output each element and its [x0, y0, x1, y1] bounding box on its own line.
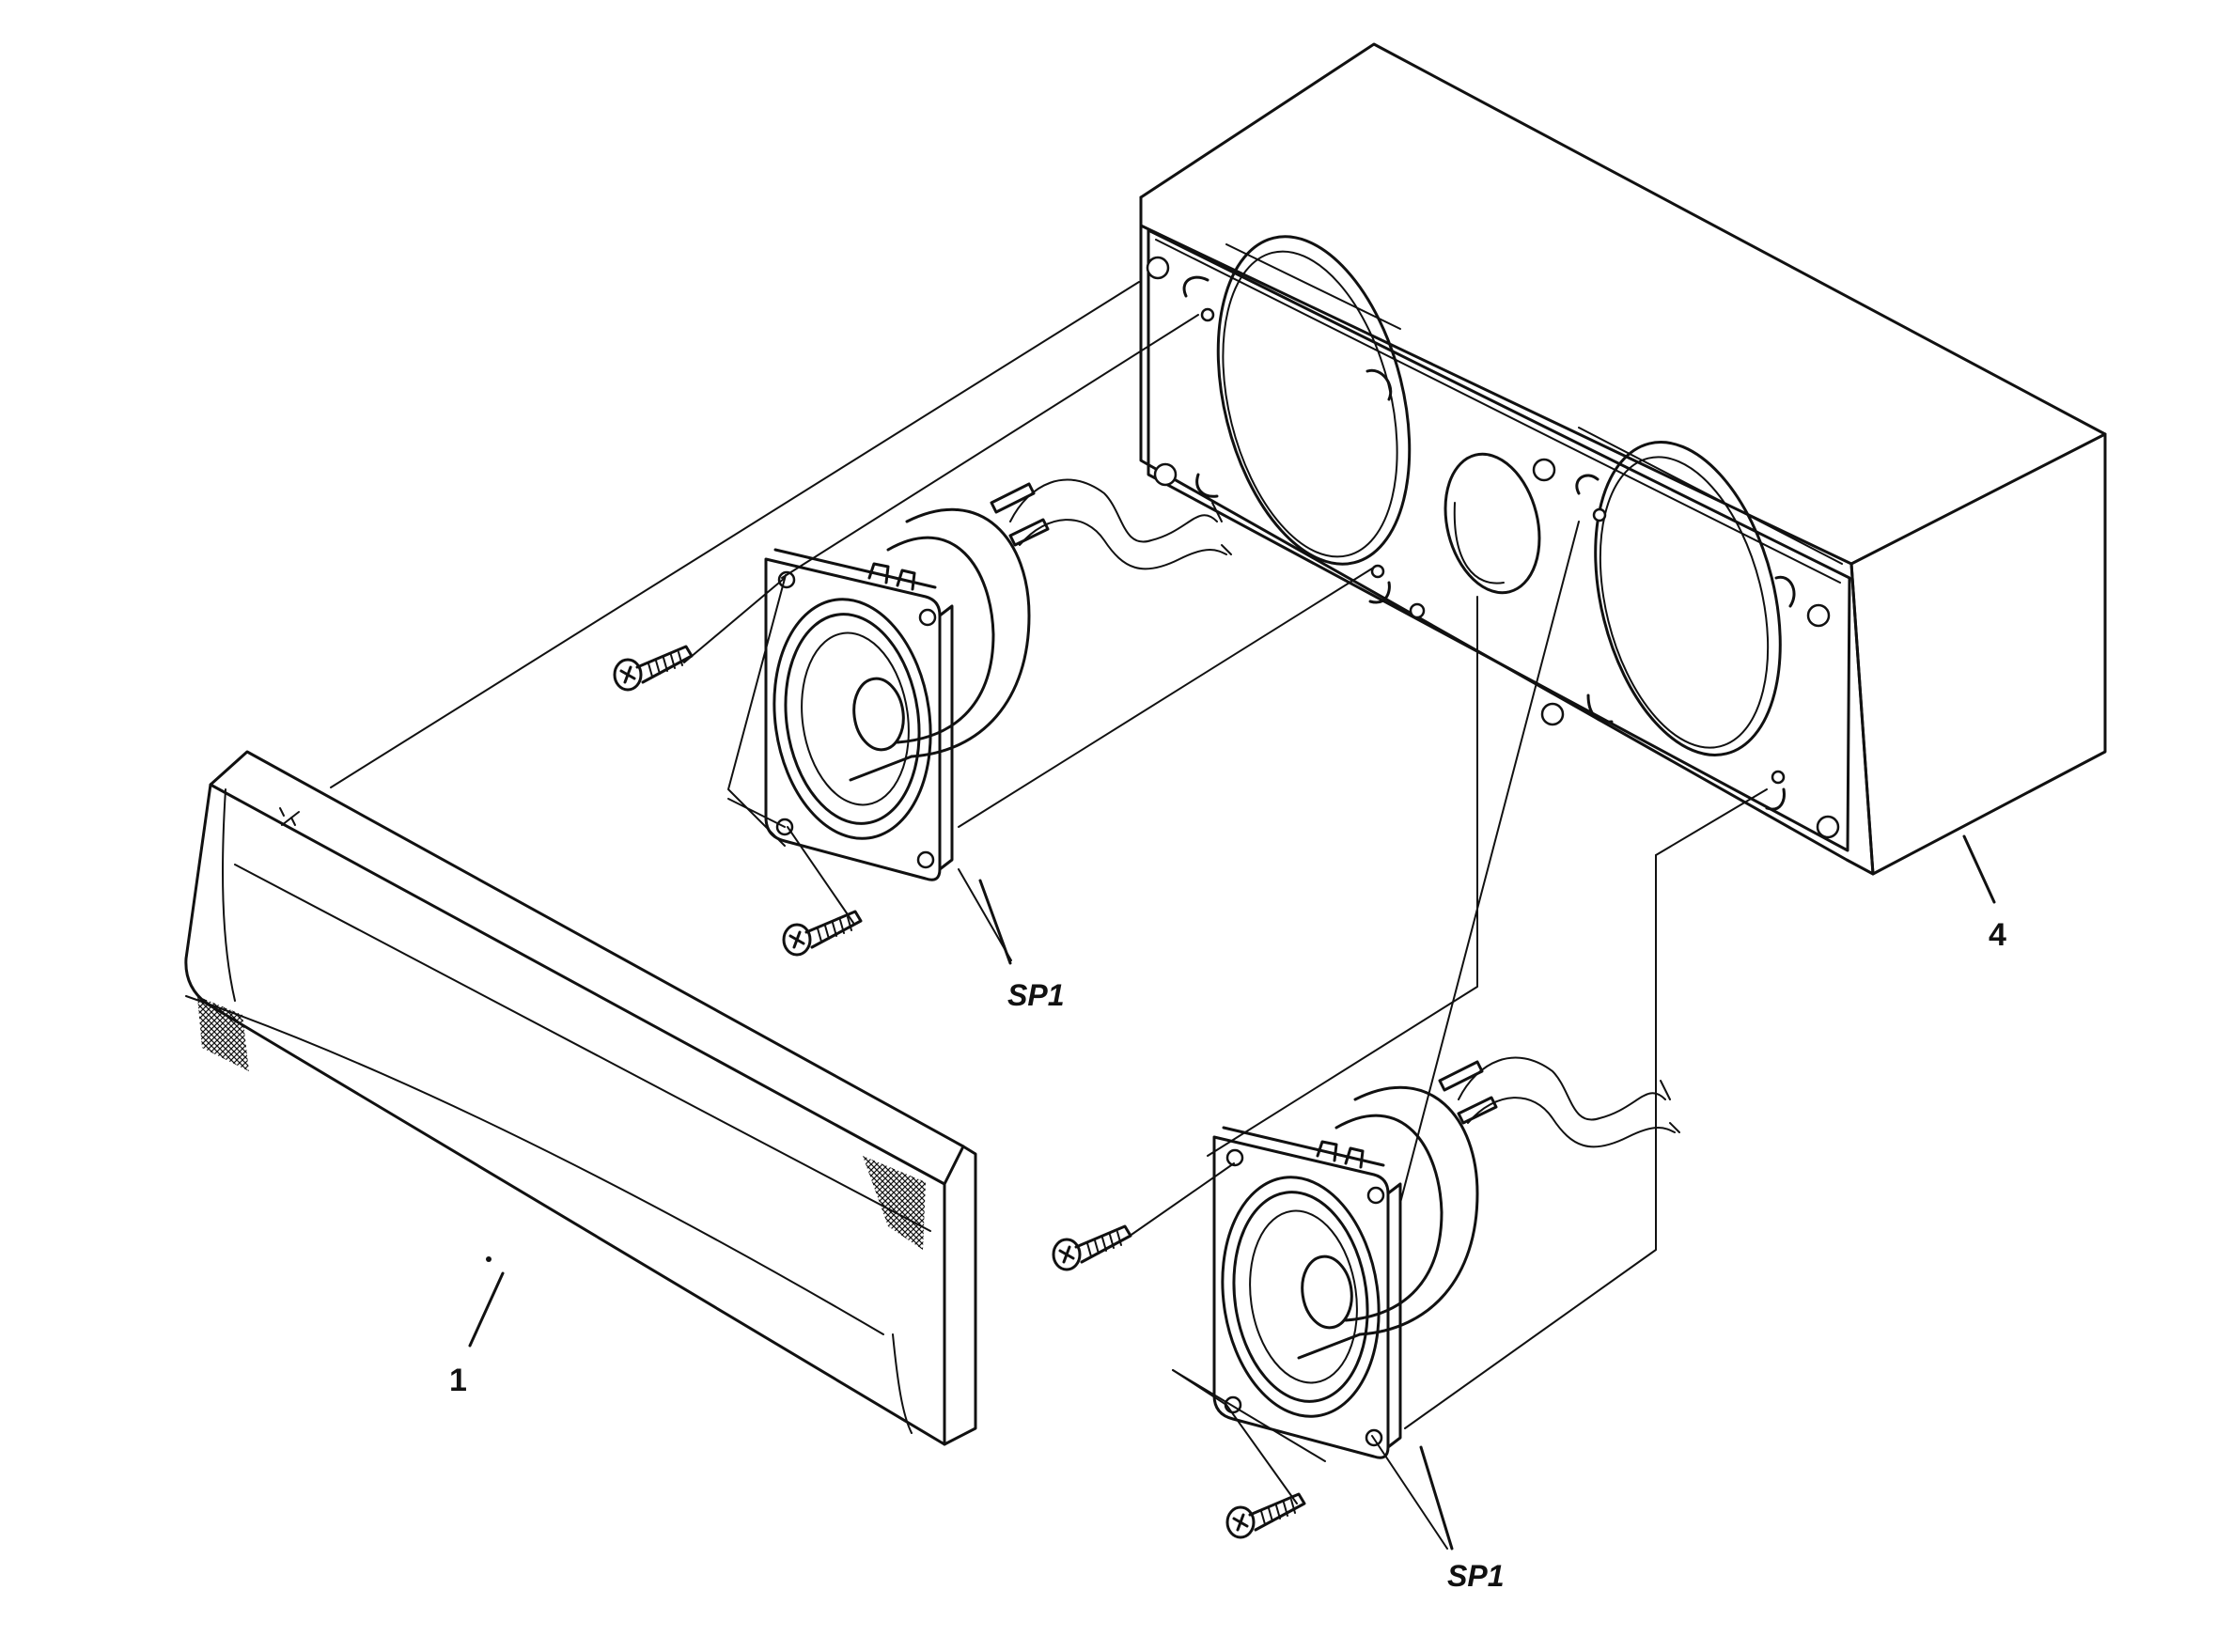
- speaker-unit-lower: [1206, 1056, 1681, 1459]
- front-grille: [184, 750, 977, 1446]
- speaker-cabinet: [1139, 42, 2107, 876]
- callout-label-speaker-upper: SP1: [1007, 978, 1064, 1012]
- screw-lower-bottom: [1225, 1492, 1306, 1539]
- screw-lower-left: [1052, 1224, 1132, 1271]
- callout-label-cabinet: 4: [1989, 917, 2006, 953]
- screw-upper-left: [613, 645, 694, 692]
- assembly-lines: [330, 281, 1996, 1551]
- callout-label-front-grille: 1: [449, 1363, 467, 1398]
- callout-label-speaker-lower: SP1: [1447, 1559, 1504, 1593]
- speaker-unit-upper: [757, 478, 1233, 881]
